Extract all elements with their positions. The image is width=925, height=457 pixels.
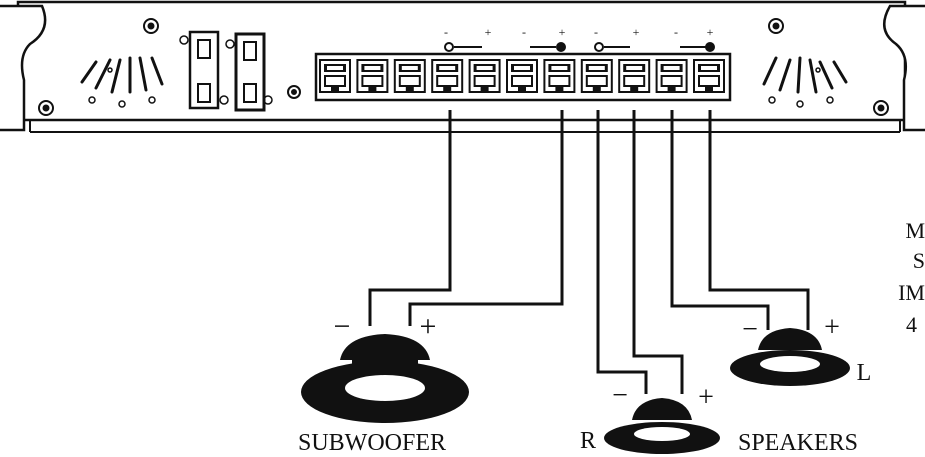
left-speaker-negative-sign: − [742,314,758,345]
speaker-terminal-strip [319,59,725,93]
subwoofer-positive-wire [408,110,564,326]
speaker-terminal [618,59,651,93]
speaker-terminal [693,59,725,93]
right-speaker-negative-wire [596,110,648,394]
right-speaker-positive-sign: + [698,382,714,413]
subwoofer-label: SUBWOOFER [298,430,446,456]
subwoofer-speaker [301,334,469,423]
polarity-marks: - + - + - + - + [444,25,715,52]
side-caption-line: 4 [906,312,917,337]
speaker-terminal [393,59,426,93]
speaker-terminal [543,59,576,93]
speakers-label: SPEAKERS [738,430,858,456]
subwoofer-positive-sign: + [420,310,437,343]
left-speaker [730,328,850,386]
left-speaker-positive-sign: + [824,312,840,343]
side-caption-line: M [905,218,925,243]
left-speaker-positive-wire [708,110,810,330]
right-speaker [604,398,720,454]
speaker-wires [368,110,810,394]
pole-mark: + [485,25,492,39]
pole-mark: - [444,25,448,39]
pole-mark: + [633,25,640,39]
pole-mark: - [674,25,678,39]
pole-mark: - [522,25,526,39]
right-speaker-negative-sign: − [612,380,628,411]
left-speaker-negative-wire [670,110,770,330]
pole-mark: - [594,25,598,39]
subwoofer-negative-wire [368,110,452,326]
side-caption-line: IM [898,280,925,305]
subwoofer-negative-sign: − [334,310,351,343]
speaker-terminal [319,59,351,93]
speaker-terminal [468,59,501,93]
pole-mark: + [707,25,714,39]
right-speaker-positive-wire [632,110,684,394]
speaker-terminal [431,59,464,93]
side-caption-line: S [912,248,925,273]
right-speaker-side-label: R [580,428,596,454]
speaker-terminal [356,59,389,93]
pole-mark: + [559,25,566,39]
speaker-terminal [655,59,688,93]
left-speaker-side-label: L [857,360,872,386]
speaker-terminal [506,59,538,93]
speaker-terminal [580,59,613,93]
